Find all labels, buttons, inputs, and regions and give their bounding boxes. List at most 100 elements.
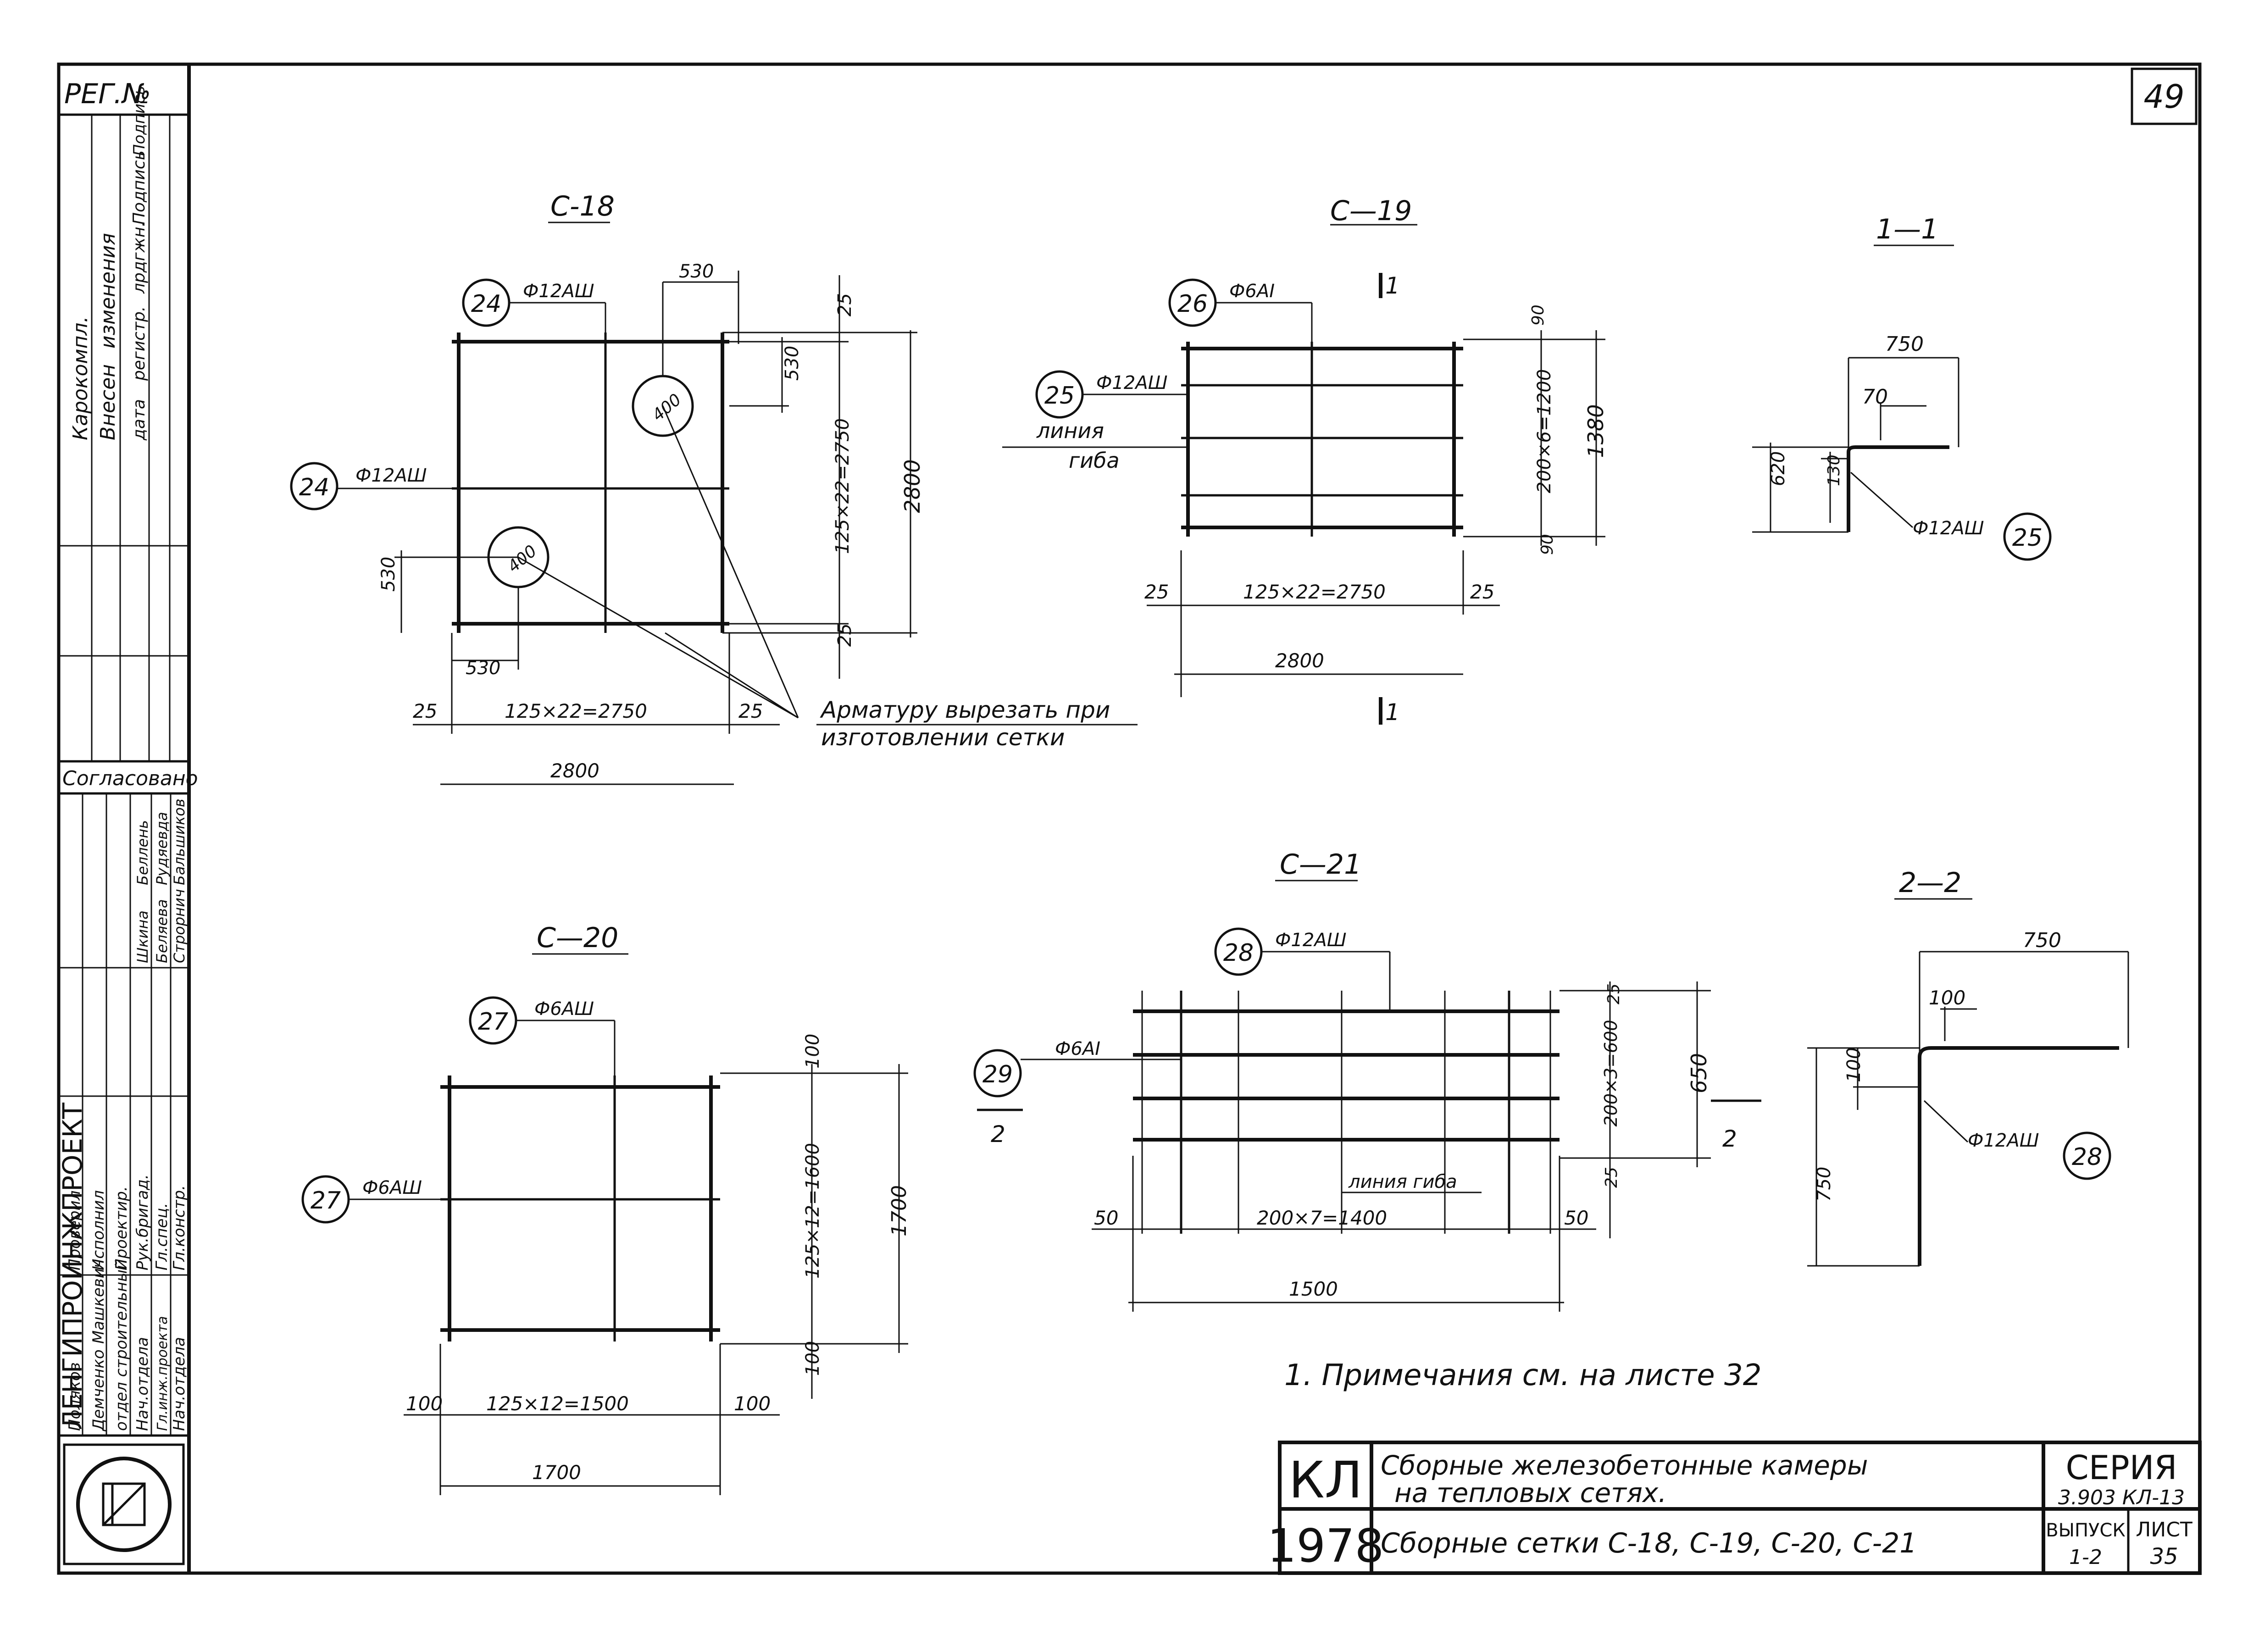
svg-text:Ф12АШ: Ф12АШ [1968,1130,2039,1151]
reg-no: РЕГ.№ [64,78,151,110]
svg-text:125×12=1600: 125×12=1600 [802,1143,823,1279]
svg-text:Ф6АI: Ф6АI [1229,281,1275,302]
svg-text:26: 26 [1177,290,1208,318]
svg-text:1: 1 [1385,699,1400,726]
change-block-1: Внесен [96,364,120,440]
org-dept-2: Нач.отдела [133,1337,152,1431]
drawing-c19: С—19 26 Ф6АI 25 Ф12АШ линия гиба 1 1 90 [1002,195,1608,726]
left-strip: РЕГ.№ Карокомпл. Внесен изменения дата р… [57,78,198,1565]
c18-pos-side [290,462,339,510]
svg-text:650: 650 [1687,1053,1711,1093]
section-2-2: 2—2 750 100 100 750 Ф12АШ 28 [1807,867,2129,1267]
svg-text:125×22=2750: 125×22=2750 [505,700,647,722]
tb-title-1: Сборные железобетонные камеры [1381,1450,1868,1481]
c18-hole-top-label: 400 [649,390,685,425]
svg-text:125×22=2750: 125×22=2750 [832,418,853,554]
tb-series-value: 3.903 КЛ-13 [2058,1486,2185,1509]
svg-text:50: 50 [1564,1207,1588,1229]
svg-text:530: 530 [466,658,500,679]
svg-text:25: 25 [1604,983,1623,1004]
org-name-1: Машкевич [89,1259,108,1344]
drawing-c18: С-18 400 400 24 Ф12АШ 24 Ф12АШ 530 530 [290,190,1138,785]
agreed-label: Согласовано [62,767,198,790]
svg-text:750: 750 [1885,333,1924,356]
c21-pos-side [973,1049,1022,1098]
svg-text:25: 25 [1044,382,1075,410]
agreed-name-3: Рудяевда [153,812,171,885]
svg-text:25: 25 [1144,581,1169,603]
svg-text:Ф12АШ: Ф12АШ [523,281,594,302]
svg-text:100: 100 [802,1341,823,1376]
svg-text:200×7=1400: 200×7=1400 [1257,1207,1387,1229]
org-dept-1: Гл.инж.проекта [155,1316,171,1431]
svg-text:530: 530 [378,557,399,592]
tb-sheet-title: Сборные сетки С-18, С-19, С-20, С-21 [1381,1527,1917,1559]
change-block-5: лрдгжн. [130,222,149,294]
org-name-2: Поляков [66,1362,84,1431]
svg-text:100: 100 [1843,1048,1865,1082]
c18-note-2: изготовлении сетки [821,724,1065,751]
svg-text:25: 25 [2012,524,2043,552]
tb-sheet-value: 35 [2150,1544,2178,1569]
svg-text:Ф6АI: Ф6АI [1055,1038,1100,1059]
org-name-0: Демченко [89,1349,108,1432]
svg-text:200×6=1200: 200×6=1200 [1534,369,1555,493]
svg-text:2: 2 [1722,1125,1737,1152]
tb-issue-value: 1-2 [2069,1546,2102,1569]
section-1-1: 1—1 750 70 620 130 Ф12АШ 25 [1752,213,2052,561]
c21-title: С—21 [1280,848,1361,881]
svg-text:125×22=2750: 125×22=2750 [1243,581,1386,603]
svg-text:100: 100 [406,1392,443,1415]
drawing-c20: С—20 27 Ф6АШ 27 Ф6АШ 100 125×12=1600 100… [301,922,911,1495]
svg-text:27: 27 [478,1008,508,1036]
svg-text:90: 90 [1529,305,1548,326]
general-note: 1. Примечания см. на листе 32 [1284,1358,1761,1392]
svg-text:линия гиба: линия гиба [1348,1171,1457,1192]
svg-text:100: 100 [734,1392,771,1415]
role-1: Гл.спец. [153,1203,171,1270]
svg-text:1700: 1700 [532,1461,581,1484]
tb-issue-label: ВЫПУСК [2046,1520,2126,1541]
svg-text:25: 25 [1470,581,1494,603]
svg-text:70: 70 [1862,385,1888,409]
svg-text:25: 25 [1602,1167,1621,1188]
svg-text:100: 100 [802,1034,823,1069]
logo-emblem [76,1457,172,1552]
svg-text:2: 2 [991,1121,1005,1148]
change-block-2: изменения [96,233,120,349]
tb-sheet-label: ЛИСТ [2136,1518,2192,1541]
svg-text:100: 100 [1929,987,1965,1009]
page-number: 49 [2143,78,2184,116]
role-3: Проектир. [112,1186,131,1270]
svg-text:линия: линия [1036,418,1104,443]
svg-text:750: 750 [1814,1167,1835,1202]
change-block-3: дата [130,399,149,441]
title-block: КЛ 1978 Сборные железобетонные камеры на… [1267,1441,2202,1575]
svg-text:Ф12АШ: Ф12АШ [355,465,427,486]
s22-pos [2063,1131,2111,1180]
c18-title: С-18 [550,190,615,222]
svg-text:1700: 1700 [888,1185,911,1236]
s22-title: 2—2 [1899,867,1961,899]
org-dept-0: Нач.отдела [170,1337,189,1431]
c20-title: С—20 [537,922,618,954]
svg-text:гиба: гиба [1069,448,1120,473]
svg-text:25: 25 [834,293,855,316]
svg-text:27: 27 [311,1187,341,1214]
org-dept-3: отдел строительный [112,1259,131,1431]
svg-text:1380: 1380 [1583,404,1608,458]
svg-text:25: 25 [413,700,437,722]
org-name-vertical: ЛЕНГИПРОИНЖПРОЕКТ [57,1103,88,1430]
agreed-name-4: Шкина [134,910,151,963]
svg-text:200×3=600: 200×3=600 [1601,1020,1621,1127]
change-block-0: Карокомпл. [69,316,92,440]
c19-title: С—19 [1330,195,1412,227]
agreed-name-1: Бальшиков [171,798,188,885]
agreed-name-0: Строрнич [171,889,188,963]
role-5: Проверил [66,1191,84,1270]
svg-text:530: 530 [782,346,803,381]
change-block-4: регистр. [130,306,149,381]
svg-text:25: 25 [738,700,763,722]
svg-text:1500: 1500 [1289,1278,1338,1300]
